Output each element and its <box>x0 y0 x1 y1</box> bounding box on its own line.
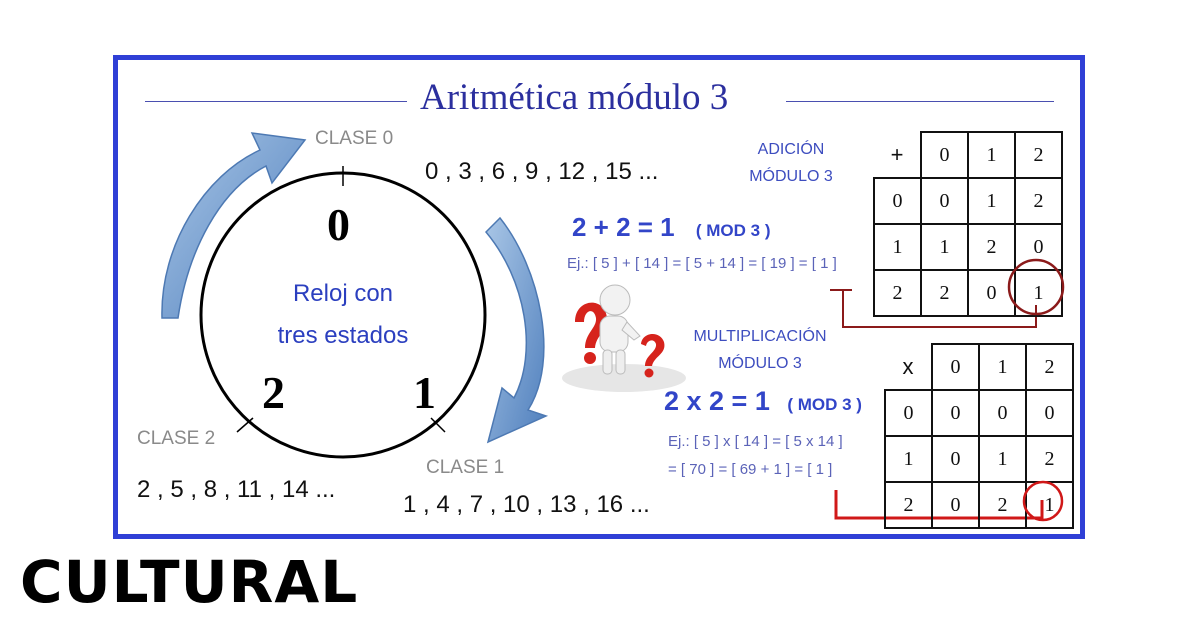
addition-equation-text: 2 + 2 = 1 <box>572 212 675 242</box>
table-row-header: 0 <box>884 389 933 437</box>
table-row-header: 2 <box>884 481 933 529</box>
multiplication-table: x 0 1 2 0 0 0 0 1 0 1 2 2 0 2 1 <box>884 343 1074 529</box>
tick-1 <box>430 417 446 433</box>
class-0-sequence: 0 , 3 , 6 , 9 , 12 , 15 ... <box>425 158 659 185</box>
clock-caption-line1: Reloj con <box>292 280 394 307</box>
add-connector <box>830 289 1037 328</box>
table-header-cell: 0 <box>931 343 980 391</box>
table-row: 2 2 0 1 <box>873 269 1063 317</box>
table-row: 1 0 1 2 <box>884 435 1074 483</box>
addition-equation: 2 + 2 = 1 ( MOD 3 ) <box>572 212 771 243</box>
table-cell: 0 <box>931 435 980 483</box>
class-2-sequence: 2 , 5 , 8 , 11 , 14 ... <box>137 476 336 503</box>
table-row-header: 0 <box>873 177 922 225</box>
title-rule-right <box>786 101 1054 102</box>
table-cell: 2 <box>1025 435 1074 483</box>
multiplication-label-line2: MÓDULO 3 <box>718 355 802 372</box>
tick-2 <box>236 417 254 433</box>
table-cell: 1 <box>920 223 969 271</box>
table-cell: 2 <box>978 481 1027 529</box>
addition-mod: ( MOD 3 ) <box>695 221 771 240</box>
multiplication-example-line1: Ej.: [ 5 ] x [ 14 ] = [ 5 x 14 ] <box>668 433 843 450</box>
table-cell: 0 <box>967 269 1016 317</box>
table-cell: 0 <box>1025 389 1074 437</box>
page-title: Aritmética módulo 3 <box>420 77 729 118</box>
multiplication-mod: ( MOD 3 ) <box>787 395 862 414</box>
table-cell: 1 <box>978 435 1027 483</box>
table-row: 1 1 2 0 <box>873 223 1063 271</box>
table-cell-highlighted: 1 <box>1025 481 1074 529</box>
addition-table: + 0 1 2 0 0 1 2 1 1 2 0 2 2 0 1 <box>873 131 1063 317</box>
table-cell: 2 <box>967 223 1016 271</box>
table-row-header: 1 <box>873 223 922 271</box>
multiplication-equation-text: 2 x 2 = 1 <box>664 386 770 416</box>
addition-label-line1: ADICIÓN <box>757 141 825 158</box>
class-2-label: CLASE 2 <box>137 428 216 449</box>
table-header-cell: 0 <box>920 131 969 179</box>
table-cell: 0 <box>920 177 969 225</box>
table-row-header: 1 <box>884 435 933 483</box>
table-cell: 1 <box>967 177 1016 225</box>
table-cell: 0 <box>978 389 1027 437</box>
clock-number-0: 0 <box>327 199 350 250</box>
addition-example: Ej.: [ 5 ] + [ 14 ] = [ 5 + 14 ] = [ 19 … <box>567 255 837 272</box>
table-cell: 2 <box>920 269 969 317</box>
brand-logo: CULTURAL <box>20 548 359 616</box>
thinking-person-icon <box>575 284 665 378</box>
multiplication-operator: x <box>902 353 914 379</box>
title-rule-left <box>145 101 407 102</box>
table-row: x 0 1 2 <box>885 343 1074 391</box>
multiplication-example-line2: = [ 70 ] = [ 69 + 1 ] = [ 1 ] <box>668 461 833 478</box>
multiplication-label: MULTIPLICACIÓN MÓDULO 3 <box>690 323 830 377</box>
table-row-header: 2 <box>873 269 922 317</box>
multiplication-equation: 2 x 2 = 1 ( MOD 3 ) <box>664 386 862 417</box>
class-1-sequence: 1 , 4 , 7 , 10 , 13 , 16 ... <box>403 491 650 518</box>
clock-caption-line2: tres estados <box>277 322 409 349</box>
table-row: + 0 1 2 <box>874 131 1063 179</box>
table-header-cell: 2 <box>1025 343 1074 391</box>
class-1-label: CLASE 1 <box>426 457 505 478</box>
cycle-arrow-right <box>484 216 549 444</box>
clock-number-1: 1 <box>413 367 436 418</box>
table-row: 0 0 1 2 <box>873 177 1063 225</box>
table-cell: 0 <box>931 389 980 437</box>
multiplication-label-line1: MULTIPLICACIÓN <box>693 328 827 345</box>
table-row: 0 0 0 0 <box>884 389 1074 437</box>
cycle-arrow-left <box>161 132 307 319</box>
table-row: 2 0 2 1 <box>884 481 1074 529</box>
clock-number-2: 2 <box>262 367 285 418</box>
table-cell: 0 <box>931 481 980 529</box>
table-header-cell: 1 <box>978 343 1027 391</box>
table-cell: 0 <box>1014 223 1063 271</box>
table-header-cell: 2 <box>1014 131 1063 179</box>
class-0-label: CLASE 0 <box>315 128 394 149</box>
addition-label: ADICIÓN MÓDULO 3 <box>730 136 852 190</box>
addition-operator: + <box>890 141 904 167</box>
person-shadow <box>562 364 686 392</box>
table-cell-highlighted: 1 <box>1014 269 1063 317</box>
table-header-cell: 1 <box>967 131 1016 179</box>
table-cell: 2 <box>1014 177 1063 225</box>
addition-label-line2: MÓDULO 3 <box>749 168 833 185</box>
